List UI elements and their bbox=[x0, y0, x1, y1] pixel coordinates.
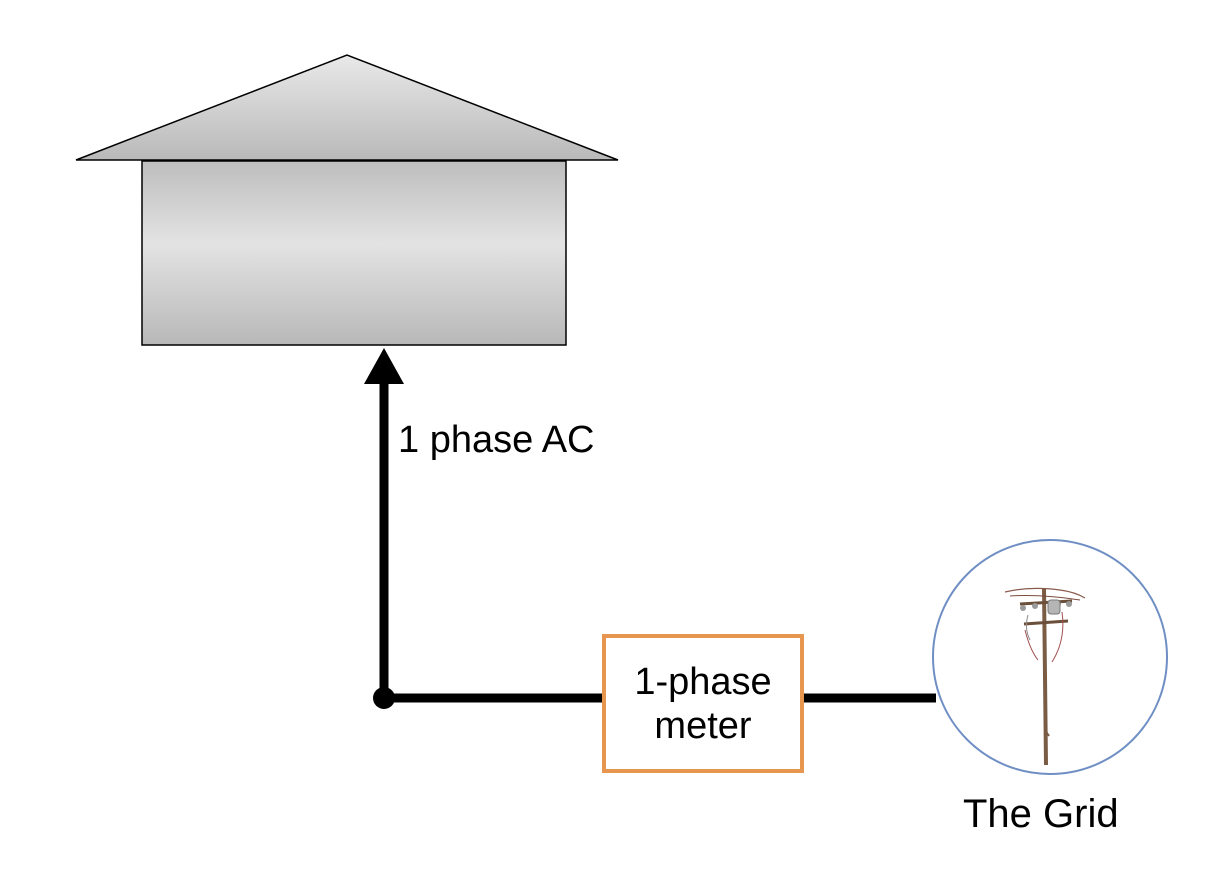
meter-label-line1: 1-phase bbox=[634, 660, 772, 703]
meter-label-line2: meter bbox=[654, 704, 752, 747]
house-roof bbox=[75, 54, 619, 161]
grid-node bbox=[932, 539, 1168, 775]
meter-box: 1-phase meter bbox=[602, 634, 804, 773]
supply-line bbox=[364, 348, 404, 698]
arrow-up-icon bbox=[364, 348, 404, 384]
grid-circle bbox=[932, 539, 1168, 775]
house-body bbox=[141, 160, 567, 346]
grid-label: The Grid bbox=[963, 792, 1119, 836]
utility-pole-icon bbox=[1004, 587, 1086, 766]
house-icon bbox=[75, 54, 619, 346]
junction-dot bbox=[373, 687, 395, 709]
phase-ac-label: 1 phase AC bbox=[398, 419, 595, 461]
